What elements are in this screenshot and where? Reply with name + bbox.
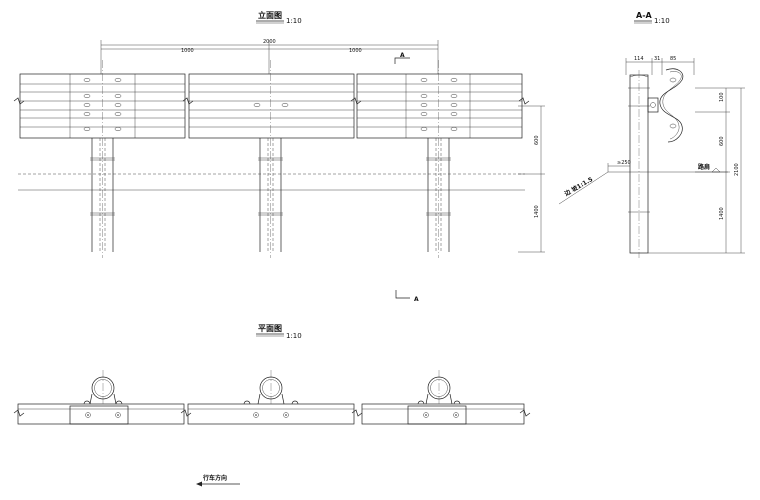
plan-post-left: [83, 370, 123, 405]
section-mark-bottom-label: A: [414, 296, 419, 303]
plan-post-right: [417, 370, 461, 405]
plan-rail-left: [17, 403, 185, 425]
section-spacer-block: [647, 97, 659, 113]
dim-left-text: 1000: [181, 48, 194, 54]
elevation-scale: 1:10: [286, 17, 302, 25]
section-title: A-A: [636, 11, 653, 20]
bolts-right: [420, 77, 458, 132]
plan-splice-right: [407, 405, 467, 425]
section-view: A-A 1:10 114 31 85 ≥250 边 坡1:1.5: [558, 11, 745, 258]
break-mark-3: [350, 97, 362, 105]
arrow-left-icon: [196, 481, 202, 487]
break-mark-4: [518, 97, 530, 105]
bolts-left: [83, 77, 122, 132]
dim-embed-text: 1400: [534, 205, 540, 218]
section-scale: 1:10: [654, 17, 670, 25]
plan-view: 平面图 1:10: [13, 324, 531, 487]
section-dim-top-2: 31: [654, 56, 660, 62]
dim-total-text: 2000: [263, 39, 276, 45]
section-dim-right-3: 1400: [719, 207, 725, 220]
section-mark-bottom: [395, 290, 410, 299]
section-w-beam: [659, 68, 684, 143]
section-mark-top: [394, 57, 410, 64]
section-dim-top-3: 85: [670, 56, 676, 62]
section-dim-offset: ≥250: [617, 160, 631, 166]
section-slope-label: 边 坡1:1.5: [562, 175, 594, 198]
section-level-mark: [711, 167, 721, 173]
break-mark-1: [13, 97, 25, 105]
section-w-beam-inner: [662, 71, 682, 140]
section-ground-slope: [558, 171, 728, 205]
section-dim-right-2: 600: [719, 136, 725, 146]
section-bolt: [650, 102, 656, 108]
elevation-view: 立面图 1:10 2000 1000 1000 A: [13, 10, 545, 303]
section-dim-total: 2100: [734, 163, 740, 176]
bolts-middle: [253, 102, 289, 108]
plan-scale: 1:10: [286, 332, 302, 340]
plan-title: 平面图: [258, 324, 282, 333]
plan-rail-right: [361, 403, 525, 425]
section-dim-top-1: 114: [634, 56, 644, 62]
dim-above-ground-text: 600: [534, 135, 540, 145]
rail-panel-right: [356, 73, 523, 139]
plan-rail-middle: [187, 403, 355, 425]
post-middle: [258, 60, 283, 258]
dim-right-text: 1000: [349, 48, 362, 54]
elevation-title: 立面图: [258, 10, 282, 20]
post-right: [426, 60, 451, 258]
plan-post-middle: [243, 370, 299, 405]
post-left: [90, 60, 115, 258]
plan-direction-label: 行车方向: [202, 474, 227, 482]
section-mark-top-label: A: [400, 52, 405, 59]
rail-panel-middle: [188, 73, 355, 139]
break-mark-2: [182, 97, 194, 105]
plan-splice-left: [69, 405, 129, 425]
section-dim-right-1: 100: [719, 92, 725, 102]
section-shoulder-label: 路肩: [698, 163, 710, 171]
